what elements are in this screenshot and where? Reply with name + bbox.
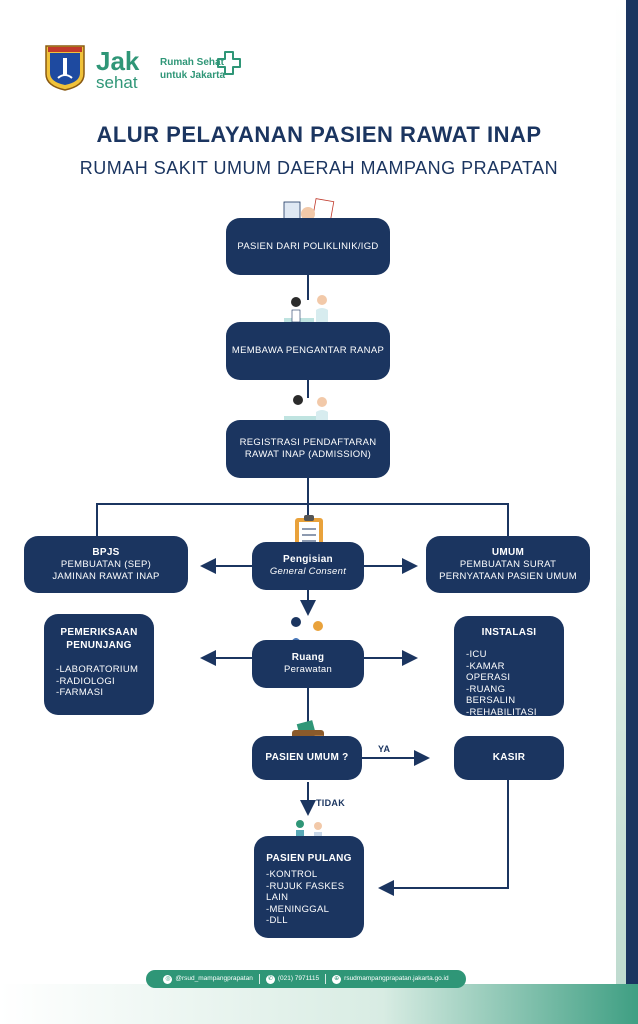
node-pengisian-sub: General Consent bbox=[269, 566, 347, 577]
node-umum-line1: PEMBUATAN SURAT bbox=[459, 558, 557, 570]
node-ruang-sub: Perawatan bbox=[283, 664, 333, 675]
node-ruang-head: Ruang bbox=[291, 652, 325, 663]
instalasi-item: -RUANG BERSALIN bbox=[466, 683, 516, 707]
pulang-item: -DLL bbox=[266, 915, 288, 926]
node-penunjang: PEMERIKSAAN PENUNJANG -LABORATORIUM -RAD… bbox=[44, 614, 154, 715]
node-pulang-head: PASIEN PULANG bbox=[266, 853, 352, 864]
node-bpjs-line2: JAMINAN RAWAT INAP bbox=[52, 570, 160, 582]
globe-icon: ⊕ bbox=[332, 974, 342, 984]
penunjang-item: -FARMASI bbox=[56, 687, 104, 698]
node-kasir-label: KASIR bbox=[492, 752, 526, 763]
node-pasien-umum: PASIEN UMUM ? bbox=[252, 736, 362, 780]
logo-main-text: Jak bbox=[96, 46, 140, 76]
node-kasir: KASIR bbox=[454, 736, 564, 780]
health-plus-icon bbox=[217, 51, 241, 75]
contact-footer: ◎@rsud_mampangprapatan ✆(021) 7971115 ⊕r… bbox=[146, 970, 466, 988]
tagline: Rumah Sehat untuk Jakarta bbox=[160, 56, 225, 82]
node-pasien-umum-label: PASIEN UMUM ? bbox=[265, 752, 349, 763]
instagram-contact[interactable]: ◎@rsud_mampangprapatan bbox=[163, 974, 253, 984]
node-poliklinik-label: PASIEN DARI POLIKLINIK/IGD bbox=[237, 240, 379, 252]
node-pengantar-label: MEMBAWA PENGANTAR RANAP bbox=[231, 345, 385, 356]
pulang-item: -RUJUK FASKES LAIN bbox=[266, 880, 345, 904]
instalasi-item: -KAMAR OPERASI bbox=[466, 660, 511, 684]
website-url: rsudmampangprapatan.jakarta.go.id bbox=[344, 974, 449, 982]
page-title: ALUR PELAYANAN PASIEN RAWAT INAP bbox=[96, 122, 542, 147]
node-pasien-pulang: PASIEN PULANG -KONTROL -RUJUK FASKES LAI… bbox=[254, 836, 364, 938]
footer-divider bbox=[325, 974, 327, 984]
node-instalasi: INSTALASI -ICU -KAMAR OPERASI -RUANG BER… bbox=[454, 616, 564, 741]
pulang-item: -MENINGGAL bbox=[266, 903, 330, 915]
bottom-decor-band bbox=[0, 984, 638, 1024]
node-ruang: Ruang Perawatan bbox=[252, 640, 364, 688]
node-umum-head: UMUM bbox=[491, 546, 525, 558]
instalasi-item: -GIZI bbox=[466, 729, 490, 741]
logo-sub-text: sehat bbox=[96, 73, 138, 92]
pulang-item: -KONTROL bbox=[266, 869, 318, 880]
node-bpjs-head: BPJS bbox=[92, 546, 120, 558]
jakarta-crest-icon bbox=[45, 45, 85, 91]
website-contact[interactable]: ⊕rsudmampangprapatan.jakarta.go.id bbox=[332, 974, 449, 984]
page-subtitle: RUMAH SAKIT UMUM DAERAH MAMPANG PRAPATAN bbox=[79, 158, 559, 178]
right-navy-band bbox=[626, 0, 638, 1024]
node-bpjs: BPJS PEMBUATAN (SEP) JAMINAN RAWAT INAP bbox=[24, 536, 188, 593]
jaksehat-logo: Jak sehat bbox=[96, 48, 139, 94]
node-pengisian-head: Pengisian bbox=[283, 554, 333, 565]
edge-label-ya: YA bbox=[378, 744, 391, 754]
instagram-handle: @rsud_mampangprapatan bbox=[175, 974, 253, 982]
edge-label-tidak: TIDAK bbox=[316, 798, 345, 808]
node-registrasi-line1: REGISTRASI PENDAFTARAN bbox=[239, 437, 377, 448]
phone-contact[interactable]: ✆(021) 7971115 bbox=[265, 974, 320, 984]
penunjang-item: -LABORATORIUM bbox=[56, 664, 139, 675]
node-registrasi: REGISTRASI PENDAFTARAN RAWAT INAP (ADMIS… bbox=[226, 420, 390, 478]
instagram-icon: ◎ bbox=[163, 974, 173, 984]
node-bpjs-line1: PEMBUATAN (SEP) bbox=[60, 558, 152, 570]
instalasi-item: MEDIS bbox=[466, 718, 498, 729]
penunjang-item: -RADIOLOGI bbox=[56, 675, 115, 687]
node-poliklinik: PASIEN DARI POLIKLINIK/IGD bbox=[226, 218, 390, 275]
node-pengisian: Pengisian General Consent bbox=[252, 542, 364, 590]
node-umum-line2: PERNYATAAN PASIEN UMUM bbox=[439, 570, 577, 582]
phone-number: (021) 7971115 bbox=[277, 974, 320, 982]
node-umum: UMUM PEMBUATAN SURAT PERNYATAAN PASIEN U… bbox=[426, 536, 590, 593]
node-registrasi-line2: RAWAT INAP (ADMISSION) bbox=[244, 449, 372, 460]
footer-divider bbox=[258, 974, 260, 984]
node-penunjang-head: PEMERIKSAAN PENUNJANG bbox=[60, 627, 138, 651]
instalasi-item: -ICU bbox=[466, 649, 487, 660]
tagline-line1: Rumah Sehat bbox=[160, 57, 224, 68]
node-pengantar: MEMBAWA PENGANTAR RANAP bbox=[226, 322, 390, 380]
node-instalasi-head: INSTALASI bbox=[481, 627, 537, 638]
tagline-line2: untuk Jakarta bbox=[160, 70, 226, 81]
phone-icon: ✆ bbox=[265, 974, 275, 984]
instalasi-item: -REHABILITASI bbox=[466, 706, 537, 718]
